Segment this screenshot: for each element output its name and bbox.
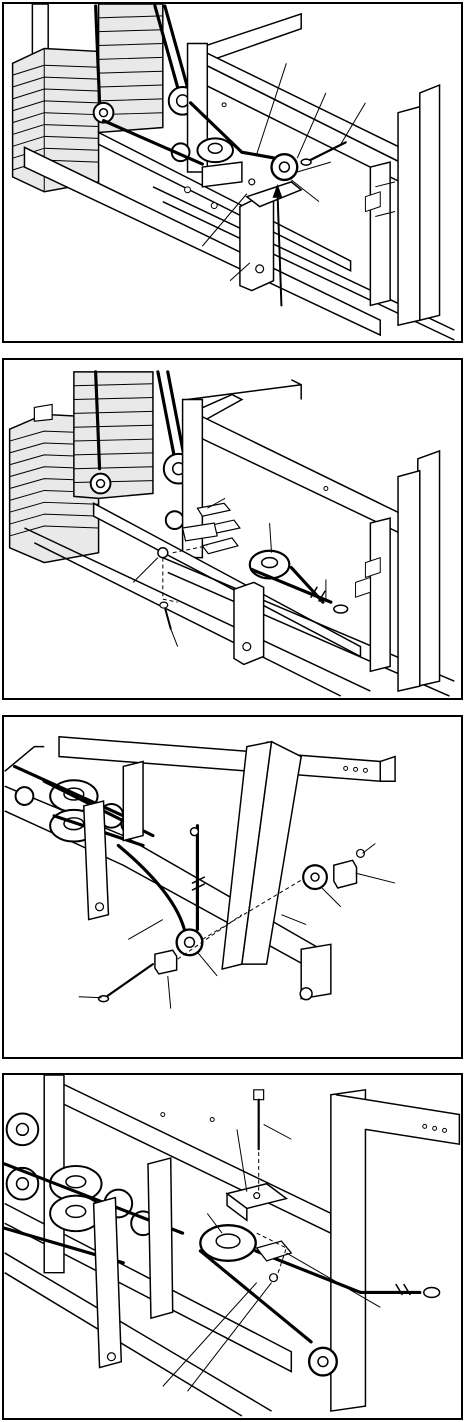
- pulley-right: [272, 154, 298, 180]
- arrow: [277, 192, 281, 306]
- dashed-guide: [163, 558, 178, 602]
- leader-line: [281, 915, 306, 925]
- panel-4-illustration: [4, 1075, 461, 1418]
- leader-line: [171, 629, 178, 647]
- assembly-step-panel-4: [2, 1073, 463, 1420]
- nut: [270, 1274, 278, 1282]
- leader-line: [270, 523, 272, 553]
- pulley-center: [200, 1225, 255, 1261]
- leader-line: [321, 887, 341, 907]
- bolt: [301, 142, 345, 165]
- bolt: [104, 964, 153, 999]
- pulley-lower-right: [309, 1348, 337, 1376]
- nut: [158, 548, 168, 558]
- leader-line: [128, 920, 163, 940]
- leader-line: [168, 976, 171, 1009]
- leader-line: [79, 997, 102, 998]
- pulley-center: [250, 551, 290, 579]
- assembly-step-panel-3: [2, 715, 463, 1059]
- assembly-step-panel-1: [2, 2, 463, 343]
- panel-1-illustration: [4, 4, 461, 341]
- leader-line: [362, 844, 375, 854]
- panel-3-illustration: [4, 717, 461, 1057]
- bracket-lower: [257, 1241, 292, 1261]
- leader-line: [197, 952, 217, 976]
- panel-2-illustration: [4, 360, 461, 698]
- pulley-right: [303, 849, 364, 889]
- assembly-step-panel-2: [2, 358, 463, 700]
- leader-line: [264, 1124, 292, 1139]
- bracket: [155, 950, 177, 974]
- post-piece: [234, 582, 264, 664]
- posts: [94, 1158, 173, 1368]
- leader-line: [356, 873, 396, 883]
- leader-line: [133, 558, 158, 583]
